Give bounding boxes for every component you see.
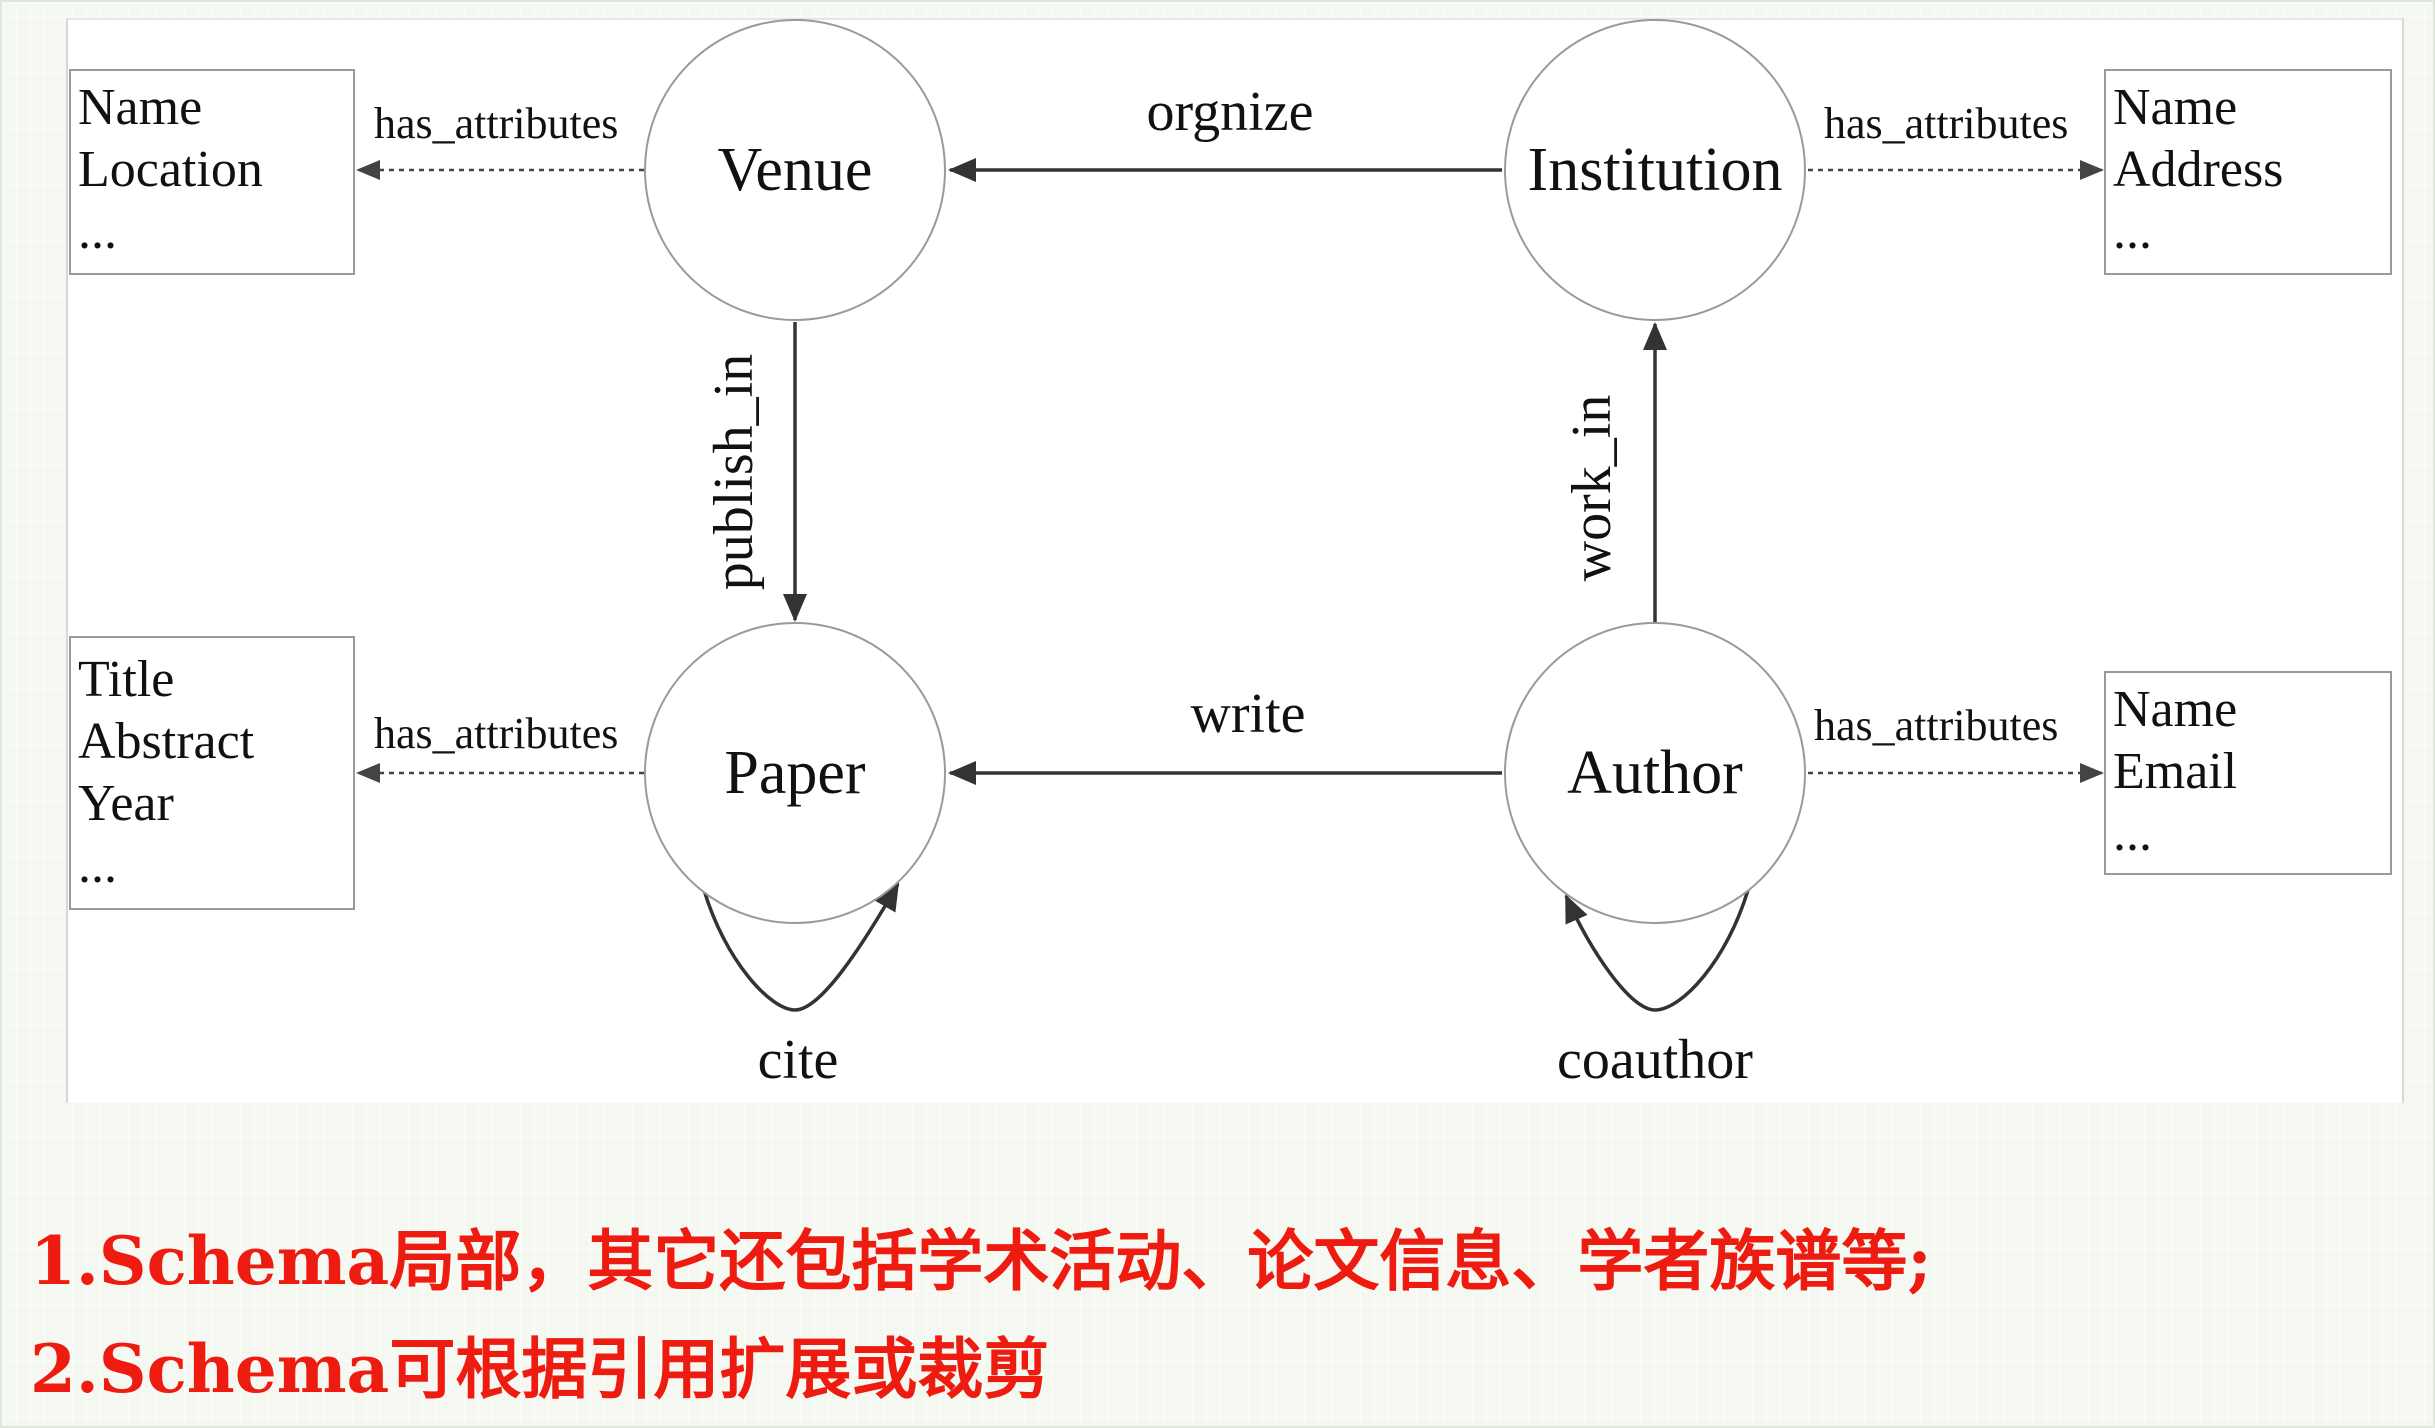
venue-attr-1: Name — [78, 79, 202, 136]
edge-cite-loop — [702, 882, 900, 1012]
attribute-box-venue: Name Location ... — [69, 69, 355, 275]
edge-label-author-has-attributes: has_attributes — [1814, 701, 2058, 750]
edge-label-cite: cite — [758, 1029, 839, 1091]
venue-attr-3: ... — [78, 203, 117, 260]
venue-attr-2: Location — [78, 141, 263, 198]
paper-attr-2: Abstract — [78, 713, 255, 770]
edge-label-institution-has-attributes: has_attributes — [1824, 99, 2068, 148]
edge-label-paper-has-attributes: has_attributes — [374, 709, 618, 758]
diagram-panel — [66, 18, 2404, 1103]
attribute-box-institution: Name Address ... — [2104, 69, 2392, 275]
edge-label-orgnize: orgnize — [1147, 81, 1314, 143]
node-institution: Institution — [1504, 19, 1806, 321]
paper-attr-4: ... — [78, 837, 117, 894]
edge-label-coauthor: coauthor — [1557, 1029, 1753, 1091]
paper-attr-1: Title — [78, 651, 174, 708]
node-author: Author — [1504, 622, 1806, 924]
node-label-venue: Venue — [718, 136, 873, 204]
edge-label-venue-has-attributes: has_attributes — [374, 99, 618, 148]
institution-attr-3: ... — [2113, 203, 2152, 260]
edge-label-write: write — [1190, 683, 1305, 745]
author-attr-2: Email — [2113, 743, 2237, 800]
attribute-box-paper: Title Abstract Year ... — [69, 636, 355, 910]
institution-attr-2: Address — [2113, 141, 2283, 198]
caption-line-1: 1.Schema局部，其它还包括学术活动、论文信息、学者族谱等; — [30, 1222, 1932, 1300]
node-label-institution: Institution — [1528, 136, 1783, 204]
caption-line-2: 2.Schema可根据引用扩展或裁剪 — [30, 1330, 1050, 1408]
paper-attr-3: Year — [78, 775, 174, 832]
attribute-box-author: Name Email ... — [2104, 671, 2392, 875]
node-venue: Venue — [644, 19, 946, 321]
author-attr-1: Name — [2113, 681, 2237, 738]
node-label-paper: Paper — [724, 739, 866, 807]
edge-coauthor-loop — [1564, 889, 1750, 1012]
institution-attr-1: Name — [2113, 79, 2237, 136]
edge-label-work-in: work_in — [1561, 395, 1623, 582]
author-attr-3: ... — [2113, 805, 2152, 862]
node-paper: Paper — [644, 622, 946, 924]
edge-label-publish-in: publish_in — [703, 354, 765, 590]
node-label-author: Author — [1567, 739, 1743, 807]
